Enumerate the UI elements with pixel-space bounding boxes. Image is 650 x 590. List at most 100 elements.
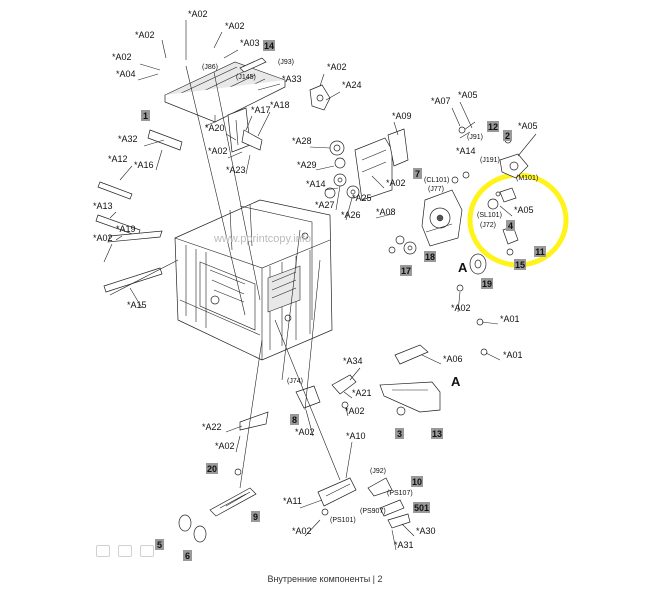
- callout-c501: 501: [413, 502, 430, 513]
- callout-box: [424, 251, 436, 262]
- ref-label-a11: *A11: [283, 496, 302, 506]
- callout-number: 20: [207, 464, 217, 474]
- ref-label-a30: *A30: [416, 526, 436, 536]
- callout-box: [506, 220, 515, 231]
- ref-label-a04: *A04: [116, 69, 136, 79]
- callout-box: [503, 130, 512, 141]
- callout-number: 19: [482, 279, 492, 289]
- callout-c13: 13: [431, 428, 443, 439]
- ref-label-a02_13: *A02: [292, 526, 312, 536]
- ref-label-a27: *A27: [315, 200, 335, 210]
- connector-labels: (J86)(J145)(J93)(J91)(J191)(M101)(CL101)…: [202, 59, 538, 524]
- callout-box: [155, 539, 164, 550]
- share-icon[interactable]: [140, 545, 154, 557]
- lower-right-guides: [379, 318, 488, 416]
- callout-c6: 6: [183, 550, 192, 561]
- callout-c14: 14: [263, 40, 275, 51]
- ref-label-a02_6: *A02: [208, 146, 228, 156]
- ref-label-a13: *A13: [93, 201, 113, 211]
- connector-label-j91: (J91): [467, 134, 483, 141]
- callout-number: 15: [515, 260, 525, 270]
- callout-box: [263, 40, 275, 51]
- figure-caption: Внутренние компоненты | 2: [267, 574, 383, 584]
- connector-label-cl101: (CL101): [424, 177, 449, 184]
- ref-label-a19: *A19: [116, 224, 136, 234]
- ref-label-a06: *A06: [443, 354, 463, 364]
- callout-c18: 18: [424, 251, 436, 262]
- ref-label-a02_11: *A02: [295, 427, 315, 437]
- ref-label-a33: *A33: [282, 74, 302, 84]
- ref-label-a10: *A10: [346, 431, 366, 441]
- callout-number: 8: [292, 415, 297, 425]
- ref-label-a01_1: *A01: [500, 314, 520, 324]
- watermark: www.pprintcopy.info: [214, 233, 312, 245]
- ref-label-a28: *A28: [292, 136, 312, 146]
- callout-number: 13: [432, 429, 442, 439]
- ref-label-a09: *A09: [392, 111, 412, 121]
- ref-label-a24: *A24: [342, 80, 362, 90]
- ref-label-a02_8: *A02: [93, 233, 113, 243]
- ref-label-a14_1: *A14: [456, 146, 476, 156]
- gear-train: [324, 128, 417, 255]
- connector-label-j77: (J77): [428, 186, 444, 193]
- connector-label-j86: (J86): [202, 64, 218, 71]
- ref-label-a15: *A15: [127, 300, 147, 310]
- ref-label-a25: *A25: [352, 193, 372, 203]
- connector-label-j93: (J93): [278, 59, 294, 66]
- ref-label-a02_12: *A02: [215, 441, 235, 451]
- connector-label-j74: (J74): [287, 378, 303, 385]
- ref-label-a20: *A20: [205, 123, 225, 133]
- callout-box: [411, 476, 423, 487]
- connector-label-j92: (J92): [370, 468, 386, 475]
- ref-label-a17: *A17: [251, 105, 271, 115]
- callout-number: 6: [185, 551, 190, 561]
- connector-label-m101: (M101): [516, 175, 538, 182]
- letter-mark-A1: A: [458, 260, 468, 275]
- connector-label-ps101: (PS101): [330, 517, 356, 524]
- callout-box: [141, 110, 150, 121]
- connector-label-j145: (J145): [236, 74, 256, 81]
- main-chassis: [174, 199, 333, 361]
- callout-box: [413, 502, 430, 513]
- callout-c4: 4: [506, 220, 515, 231]
- callout-c15: 15: [514, 259, 526, 270]
- ref-label-a01_2: *A01: [503, 350, 523, 360]
- ref-label-a34: *A34: [343, 356, 363, 366]
- callout-box: [290, 414, 299, 425]
- left-rails: [95, 107, 263, 293]
- ref-label-a05_3: *A05: [514, 205, 534, 215]
- callout-number: 7: [415, 169, 420, 179]
- letter-marks: AA: [451, 260, 468, 389]
- callout-c10: 10: [411, 476, 423, 487]
- ref-label-a05_1: *A05: [458, 90, 478, 100]
- ref-label-a22: *A22: [202, 422, 222, 432]
- reference-labels: *A02 *A02 *A02 *A03 *A02 *A04 *A02 *A33 *A24 *A17…: [93, 9, 538, 550]
- callout-c19: 19: [481, 278, 493, 289]
- ref-label-a29: *A29: [297, 160, 317, 170]
- ref-label-a02_9: *A02: [451, 303, 471, 313]
- top-assembly: [164, 57, 331, 123]
- connector-label-ps907: (PS907): [360, 508, 386, 515]
- ref-label-a16: *A16: [134, 160, 154, 170]
- ref-label-a32: *A32: [118, 134, 138, 144]
- ref-label-a26: *A26: [341, 210, 361, 220]
- ref-label-a08: *A08: [376, 207, 396, 217]
- callout-box: [183, 550, 192, 561]
- image-toolbar: [96, 545, 154, 557]
- callout-box: [481, 278, 493, 289]
- camera-icon[interactable]: [118, 545, 132, 557]
- connector-label-sl101: (SL101): [477, 212, 502, 219]
- callout-number: 2: [505, 131, 510, 141]
- callout-box: [514, 259, 526, 270]
- callout-box: [534, 246, 546, 257]
- callout-box: [431, 428, 443, 439]
- callout-number: 11: [535, 247, 545, 257]
- zoom-icon[interactable]: [96, 545, 110, 557]
- ref-label-a02_10: *A02: [345, 406, 365, 416]
- callout-box: [251, 511, 260, 522]
- callout-number: 12: [488, 122, 498, 132]
- ref-label-a02_3: *A02: [135, 30, 155, 40]
- ref-label-a03: *A03: [240, 38, 260, 48]
